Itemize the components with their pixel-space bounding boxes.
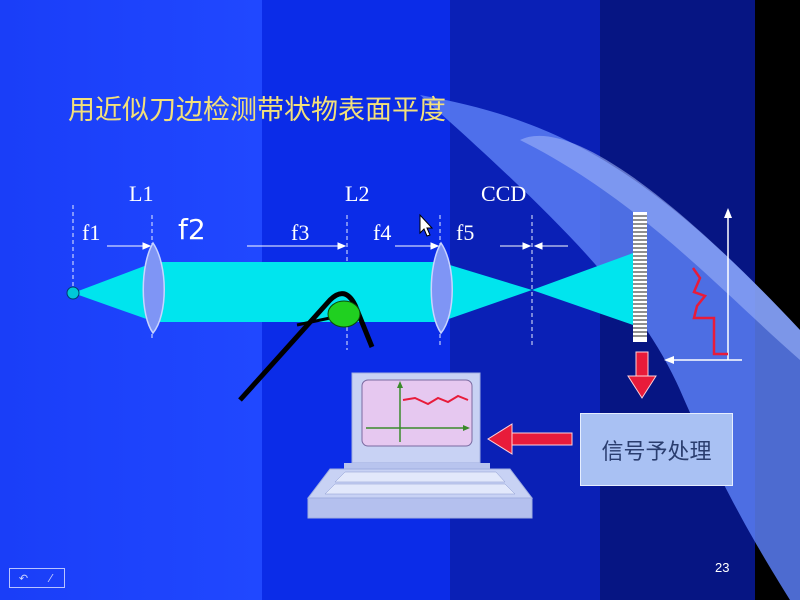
dim-arrows: [107, 242, 568, 250]
beam-after-focus: [532, 252, 636, 326]
ccd-graph-y-arrow: [724, 208, 732, 218]
nav-prev-icon[interactable]: ↶: [18, 571, 29, 585]
label-f2: f2: [178, 213, 206, 246]
lens-l2: [430, 241, 453, 335]
slide-title: 用近似刀边检测带状物表面平度: [68, 95, 446, 126]
label-f1: f1: [82, 220, 101, 245]
strip-line: [296, 316, 331, 327]
beam-converging: [440, 262, 532, 322]
label-ccd: CCD: [481, 181, 527, 206]
lens-l1: [142, 241, 165, 335]
beam-cut: [347, 262, 440, 322]
arrow-ccd-to-signal: [627, 351, 657, 399]
ccd-signal-curve: [691, 267, 728, 356]
ccd-graph-x-arrow: [664, 356, 674, 364]
page-number: 23: [715, 560, 730, 575]
surface-ball: [327, 300, 361, 328]
ccd-stripes: [633, 215, 647, 337]
label-f3: f3: [291, 220, 310, 245]
arrow-signal-to-computer: [487, 423, 573, 455]
computer-keyboard: [306, 468, 534, 519]
signal-preprocessing-box: 信号予处理: [580, 413, 733, 486]
label-f5: f5: [456, 220, 475, 245]
label-f4: f4: [373, 220, 392, 245]
point-source: [66, 286, 80, 300]
nav-pen-icon[interactable]: ⁄: [49, 571, 52, 585]
label-l1: L1: [129, 181, 154, 206]
label-l2: L2: [345, 181, 370, 206]
mouse-cursor-icon: [419, 213, 434, 237]
slide-nav-button[interactable]: ↶ ⁄: [9, 568, 65, 588]
swoosh-shape: [420, 95, 800, 600]
beam-diverging: [73, 262, 155, 322]
computer-monitor: [344, 372, 490, 469]
signal-preprocessing-label: 信号予处理: [601, 439, 712, 465]
